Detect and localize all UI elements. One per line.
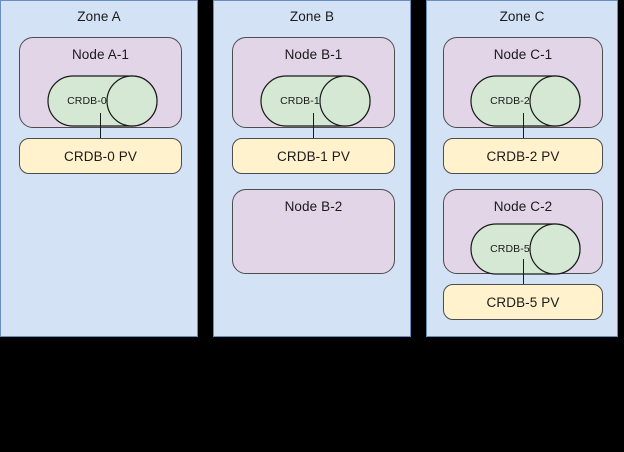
node-a-1-title: Node A-1 (71, 47, 130, 62)
cylinder-shape (260, 75, 371, 127)
connector-node-b-1-to-pv (313, 113, 314, 139)
pv-crdb-2-label: CRDB-2 PV (486, 148, 560, 164)
zone-c[interactable]: Zone C Node C-1 CRDB-2 CRDB-2 PV Node C-… (426, 0, 618, 337)
node-b-1-title: Node B-1 (284, 47, 343, 62)
zone-c-title: Zone C (499, 9, 545, 24)
zone-b[interactable]: Zone B Node B-1 CRDB-1 CRDB-1 PV Node B-… (213, 0, 411, 337)
pod-crdb-0-label: CRDB-0 (67, 95, 107, 107)
node-b-2[interactable]: Node B-2 (232, 189, 395, 274)
connector-node-c-2-to-pv (523, 259, 524, 285)
cylinder-shape (47, 75, 158, 127)
pod-crdb-2[interactable]: CRDB-2 (470, 75, 581, 127)
zone-a[interactable]: Zone A Node A-1 CRDB-0 CRDB-0 PV (0, 0, 198, 337)
node-a-1[interactable]: Node A-1 CRDB-0 (19, 37, 182, 128)
zone-b-title: Zone B (289, 9, 335, 24)
connector-node-c-1-to-pv (523, 113, 524, 139)
node-c-1-title: Node C-1 (493, 47, 553, 62)
connector-node-a-1-to-pv (100, 113, 101, 139)
pv-crdb-2[interactable]: CRDB-2 PV (443, 138, 603, 174)
node-b-2-title: Node B-2 (284, 199, 343, 214)
zone-a-title: Zone A (77, 9, 121, 24)
pv-crdb-0[interactable]: CRDB-0 PV (19, 138, 182, 174)
pv-crdb-5-label: CRDB-5 PV (486, 294, 560, 310)
node-b-1[interactable]: Node B-1 CRDB-1 (232, 37, 395, 128)
pod-crdb-0[interactable]: CRDB-0 (47, 75, 158, 127)
pod-crdb-5[interactable]: CRDB-5 (470, 223, 581, 275)
cylinder-shape (470, 223, 581, 275)
pod-crdb-5-label: CRDB-5 (490, 243, 530, 255)
pod-crdb-2-label: CRDB-2 (490, 95, 530, 107)
pv-crdb-5[interactable]: CRDB-5 PV (443, 284, 603, 320)
node-c-2[interactable]: Node C-2 CRDB-5 (443, 189, 603, 275)
pv-crdb-1[interactable]: CRDB-1 PV (232, 138, 395, 174)
pod-crdb-1-label: CRDB-1 (280, 95, 320, 107)
pv-crdb-1-label: CRDB-1 PV (277, 148, 350, 164)
pod-crdb-1[interactable]: CRDB-1 (260, 75, 371, 127)
cylinder-shape (470, 75, 581, 127)
pv-crdb-0-label: CRDB-0 PV (64, 148, 137, 164)
node-c-2-title: Node C-2 (493, 199, 553, 214)
